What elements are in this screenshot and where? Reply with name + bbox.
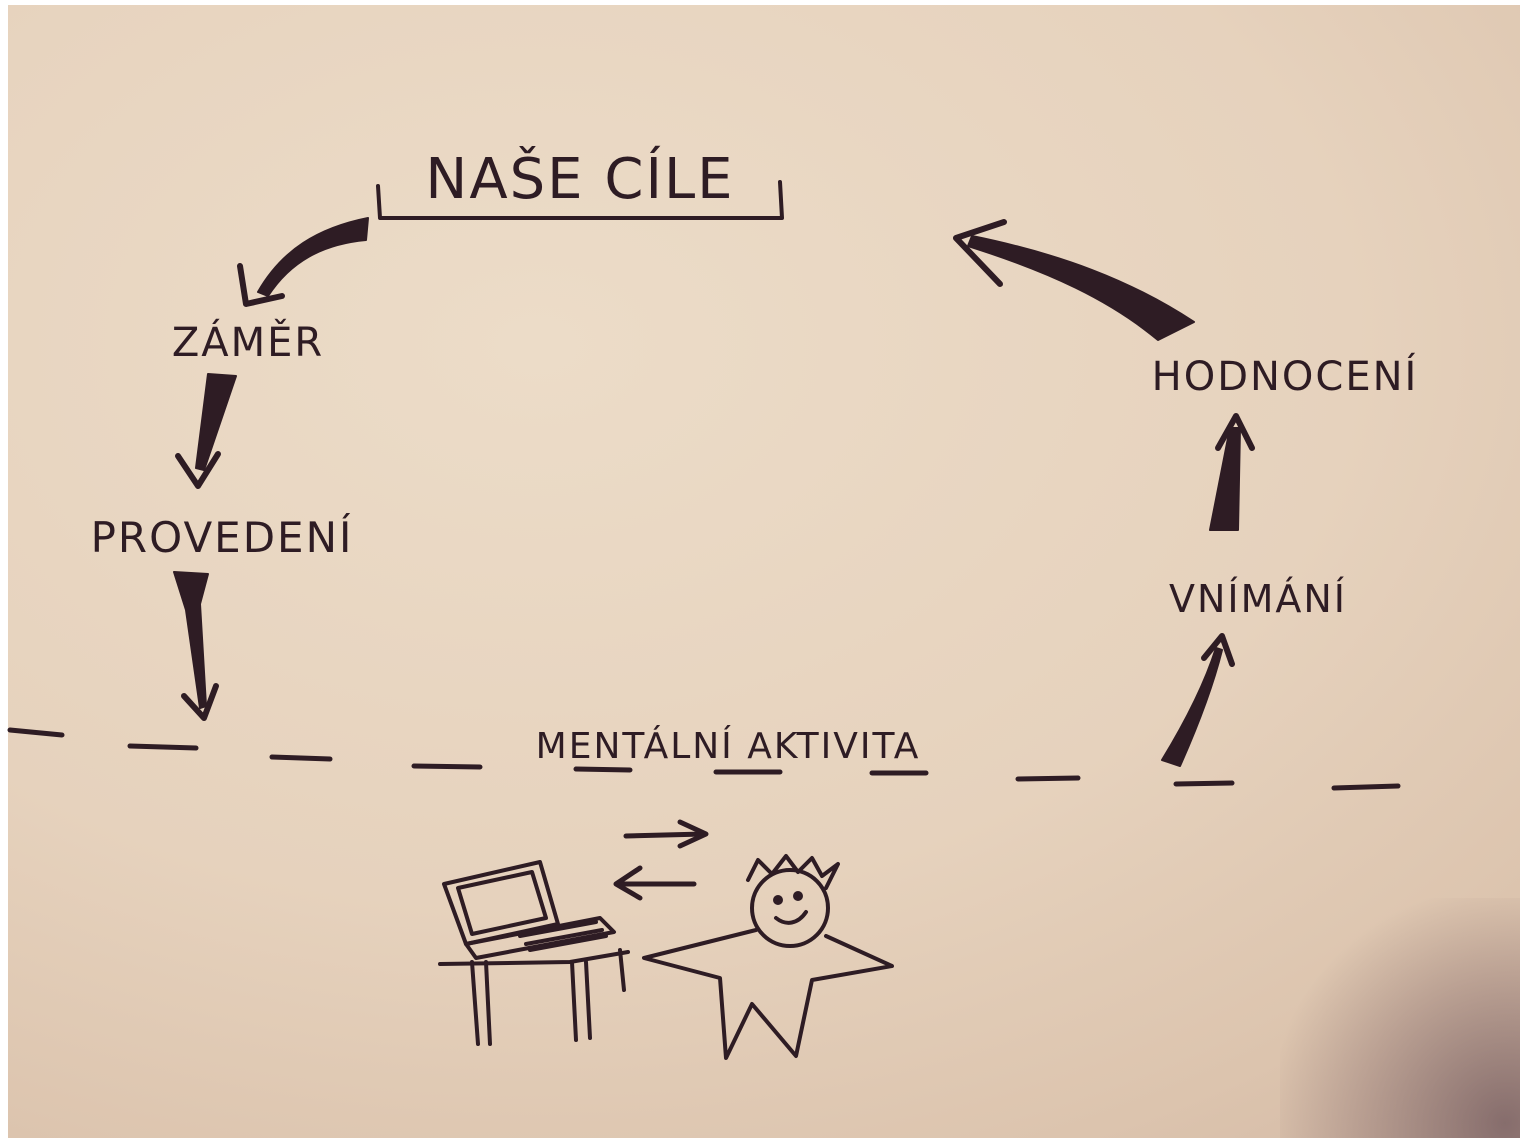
goals-label: NAŠE CÍLE: [425, 146, 734, 212]
person-head: [750, 868, 830, 948]
goals-bracket: [376, 180, 784, 220]
arrow-right-icon: [623, 831, 707, 839]
laptop-icon: [442, 860, 616, 960]
arrow-execution-to-divider: [173, 571, 219, 721]
evaluation-label: HODNOCENÍ: [1152, 352, 1419, 400]
arrow-divider-to-perception: [1161, 633, 1235, 767]
arrow-goals-to-intent: [237, 217, 369, 307]
perception-label: VNÍMÁNÍ: [1169, 577, 1347, 621]
divider-label: MENTÁLNÍ AKTIVITA: [536, 725, 921, 767]
arrow-evaluation-to-goals: [953, 219, 1195, 341]
mental-activity-divider: [7, 727, 1401, 791]
intent-label: ZÁMĚR: [172, 318, 324, 366]
arrow-perception-to-evaluation: [1209, 413, 1255, 531]
arrow-intent-to-execution: [175, 373, 237, 489]
person-icon: [642, 854, 894, 1060]
execution-label: PROVEDENÍ: [91, 512, 354, 562]
interaction-arrows: [613, 819, 709, 901]
table-icon: [438, 948, 630, 1046]
